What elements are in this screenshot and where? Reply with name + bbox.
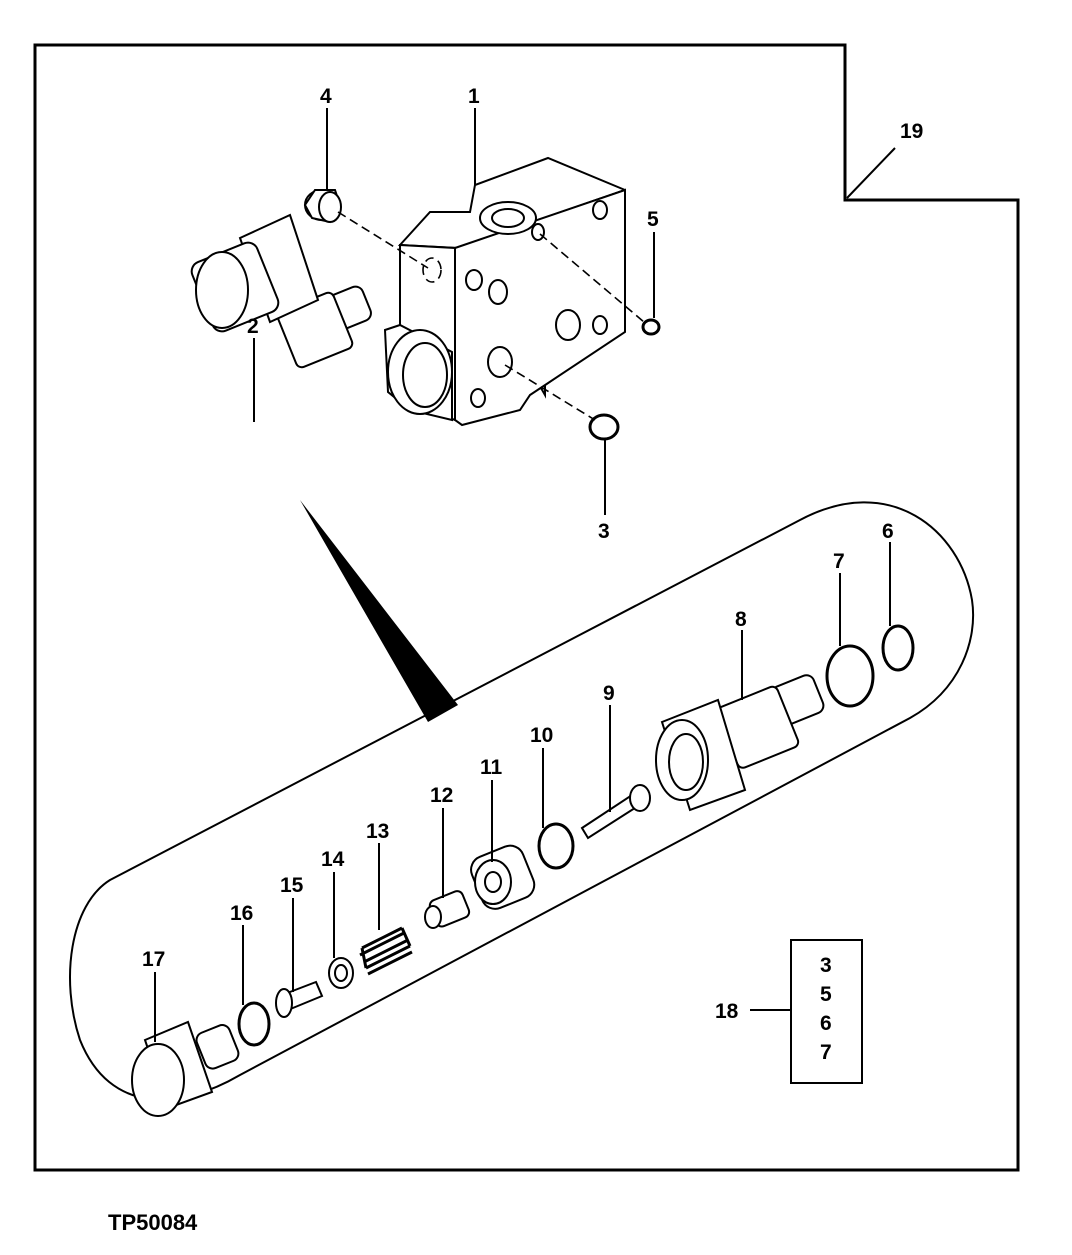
callout-9: 9: [603, 682, 615, 705]
leader-19: [846, 147, 896, 199]
callout-6: 6: [882, 520, 894, 543]
zoom-pointer: [300, 500, 458, 722]
callout-14: 14: [321, 848, 345, 871]
leader-5-to-body: [539, 233, 645, 323]
seal-kit-box: [790, 939, 863, 1084]
exploded-view-capsule: [69, 501, 975, 1101]
o-ring-16: [237, 1001, 271, 1047]
assembly-frame: [33, 43, 1020, 1172]
callout-5: 5: [647, 208, 659, 231]
callout-11: 11: [480, 756, 503, 779]
piston-12: [424, 890, 471, 929]
leader-4-to-body: [337, 211, 429, 269]
callout-2: 2: [247, 315, 259, 338]
backup-ring-7: [825, 644, 875, 708]
callout-1: 1: [468, 85, 480, 108]
leader-3-to-body: [504, 364, 596, 421]
callout-leaders: [154, 108, 891, 1042]
o-ring-3: [588, 413, 620, 441]
callout-18: 18: [715, 1000, 739, 1023]
spring-13: [359, 926, 413, 976]
callout-19: 19: [900, 120, 923, 143]
o-ring-5: [641, 318, 661, 336]
relief-valve-cartridge-2: [190, 213, 372, 369]
callout-10: 10: [530, 724, 553, 747]
seat-11: [470, 844, 536, 910]
kit-item: 5: [820, 983, 832, 1006]
callout-13: 13: [366, 820, 389, 843]
sleeve-8: [655, 674, 825, 812]
callout-7: 7: [833, 550, 845, 573]
callout-8: 8: [735, 608, 747, 631]
callout-3: 3: [598, 520, 610, 543]
plug-4: [303, 189, 342, 224]
callout-17: 17: [142, 948, 165, 971]
pin-15: [275, 980, 324, 1018]
poppet-9: [580, 784, 651, 840]
plug-17: [131, 1020, 240, 1117]
callout-4: 4: [320, 85, 332, 108]
kit-item: 6: [820, 1012, 832, 1035]
callout-16: 16: [230, 902, 253, 925]
callout-15: 15: [280, 874, 304, 897]
o-ring-10: [537, 822, 575, 870]
washer-14-inner: [334, 964, 348, 982]
o-ring-6: [881, 624, 915, 672]
kit-item: 7: [820, 1041, 832, 1064]
kit-item: 3: [820, 954, 832, 977]
valve-body: [383, 156, 626, 427]
figure-code: TP50084: [108, 1210, 198, 1235]
callout-12: 12: [430, 784, 453, 807]
